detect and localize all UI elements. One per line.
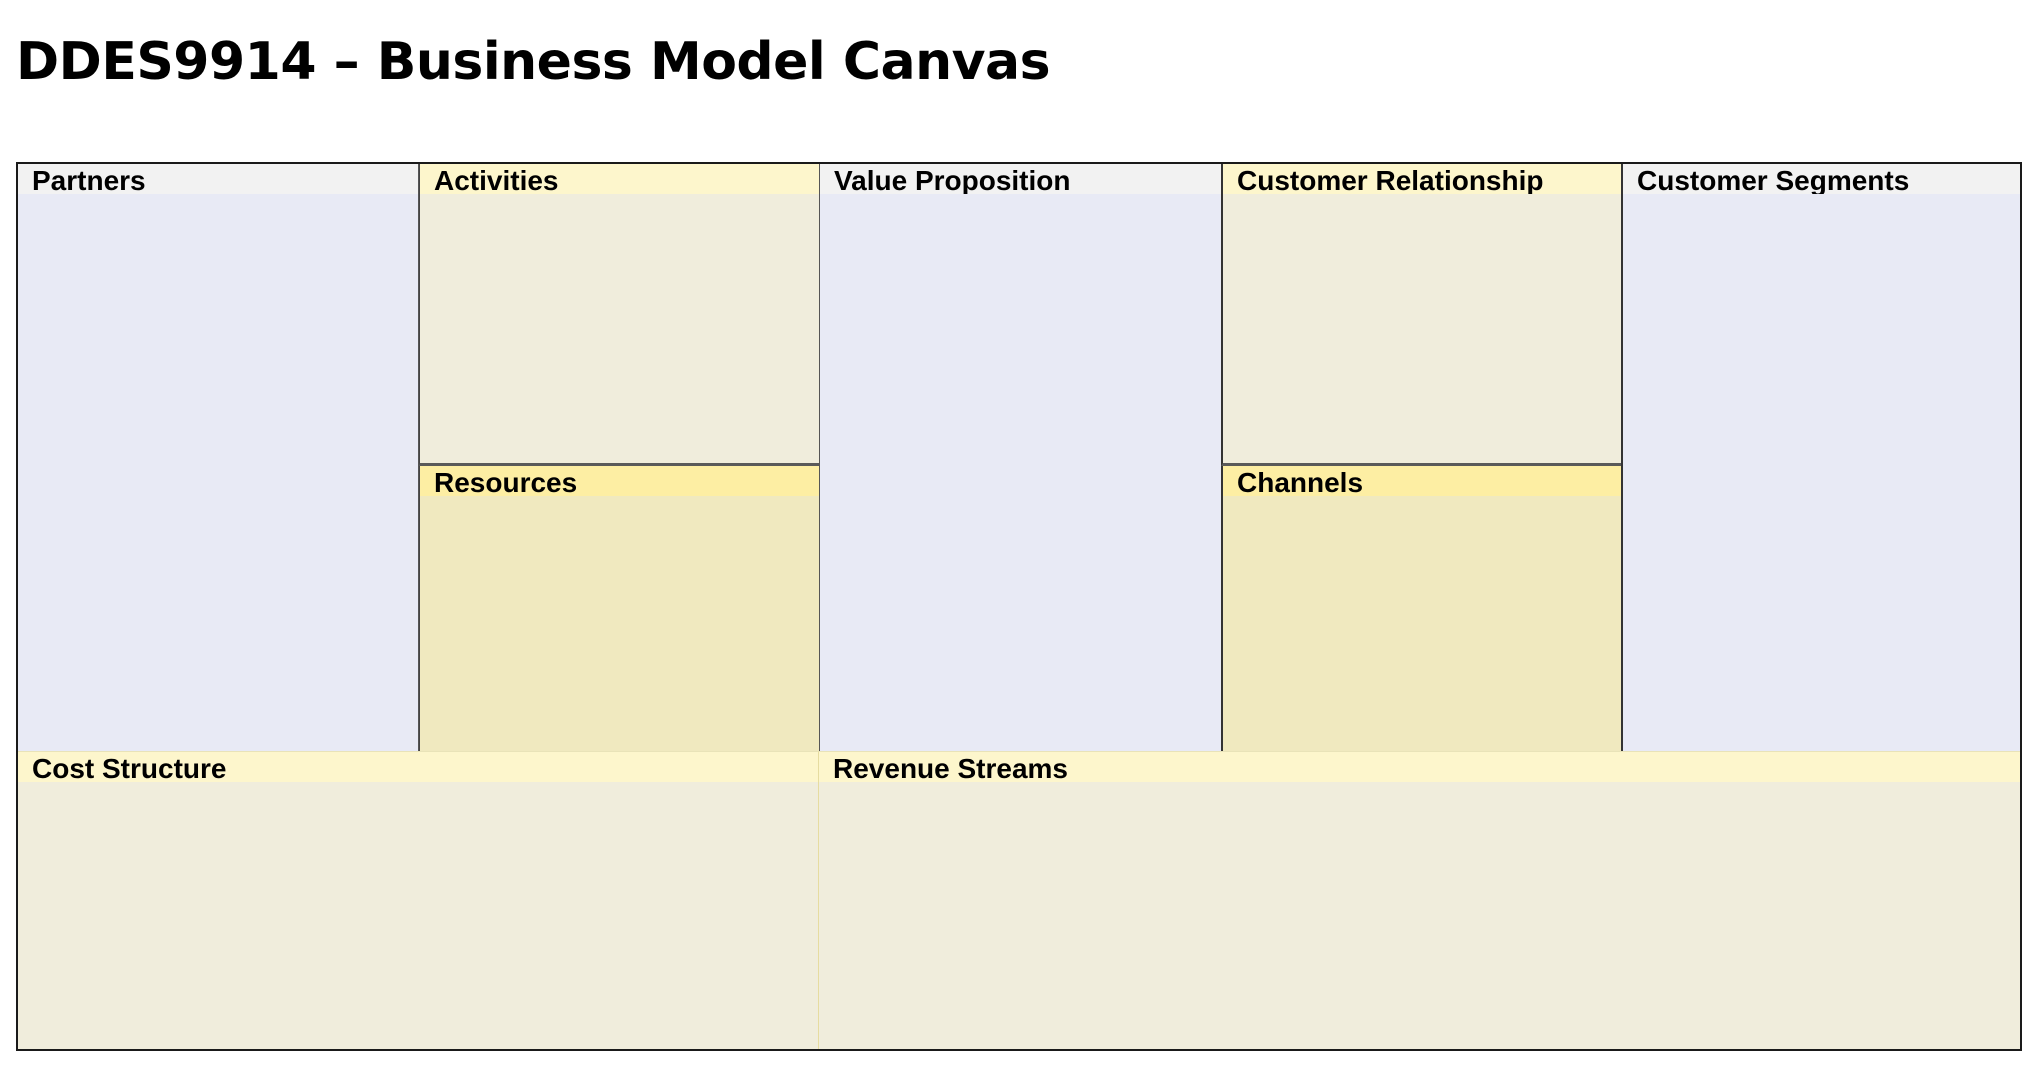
resources-label: Resources [420,466,819,496]
partners-area[interactable] [18,194,418,751]
revenue-streams-label: Revenue Streams [819,752,2020,782]
channels-block[interactable]: Channels [1221,466,1621,751]
channels-label: Channels [1223,466,1621,496]
customer-relationship-area[interactable] [1223,194,1621,463]
cost-structure-area[interactable] [18,782,818,1049]
channels-area[interactable] [1223,496,1621,751]
partners-block[interactable]: Partners [18,164,419,751]
partners-label: Partners [18,164,418,194]
value-proposition-label: Value Proposition [820,164,1221,194]
customer-segments-area[interactable] [1623,194,2020,751]
value-proposition-area[interactable] [820,194,1221,751]
cost-structure-block[interactable]: Cost Structure [18,751,819,1049]
revenue-streams-block[interactable]: Revenue Streams [819,751,2020,1049]
value-proposition-block[interactable]: Value Proposition [819,164,1221,751]
customer-relationship-label: Customer Relationship [1223,164,1621,194]
customer-relationship-block[interactable]: Customer Relationship [1221,164,1621,466]
business-model-canvas: Partners Activities Resources Value Prop… [16,162,2022,1051]
customer-segments-label: Customer Segments [1623,164,2020,194]
activities-area[interactable] [420,194,819,463]
resources-block[interactable]: Resources [419,466,819,751]
revenue-streams-area[interactable] [819,782,2020,1049]
customer-segments-block[interactable]: Customer Segments [1621,164,2020,751]
resources-area[interactable] [420,496,819,751]
activities-label: Activities [420,164,819,194]
activities-block[interactable]: Activities [419,164,819,466]
cost-structure-label: Cost Structure [18,752,818,782]
page-title: DDES9914 – Business Model Canvas [16,32,1051,92]
